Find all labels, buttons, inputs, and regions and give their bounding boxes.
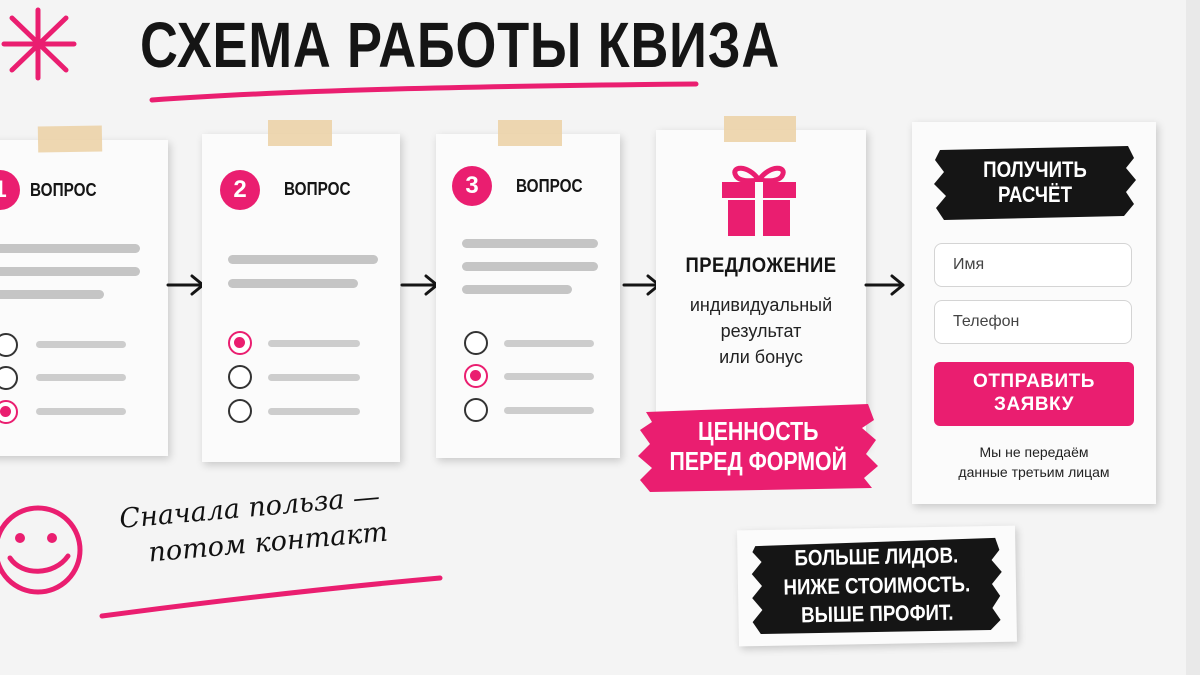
option-line <box>504 340 594 347</box>
option-line <box>36 374 126 381</box>
title-underline <box>149 81 699 103</box>
question-label: ВОПРОС <box>516 176 583 196</box>
form-header: ПОЛУЧИТЬ РАСЧЁТ <box>932 142 1138 222</box>
paper-edge <box>1186 0 1200 675</box>
badge-line: ПЕРЕД ФОРМОЙ <box>669 446 847 476</box>
radio-option[interactable] <box>0 333 18 357</box>
question-label: ВОПРОС <box>30 180 97 200</box>
radio-option[interactable] <box>464 331 488 355</box>
text-line-placeholder <box>0 267 140 276</box>
text-line-placeholder <box>462 285 572 294</box>
offer-desc-line: или бонус <box>719 347 803 367</box>
privacy-line: данные третьим лицам <box>958 464 1110 480</box>
result-badge: БОЛЬШЕ ЛИДОВ. НИЖЕ СТОИМОСТЬ. ВЫШЕ ПРОФИ… <box>749 536 1005 636</box>
form-header-line: РАСЧЁТ <box>997 182 1072 207</box>
pink-brush-stroke <box>638 404 878 492</box>
radio-option[interactable] <box>464 398 488 422</box>
radio-option-selected[interactable] <box>464 364 488 388</box>
form-header-line: ПОЛУЧИТЬ <box>983 156 1087 182</box>
note-underline <box>99 575 443 619</box>
tape <box>724 116 796 142</box>
offer-desc-line: результат <box>720 321 802 341</box>
question-label: ВОПРОС <box>284 179 351 199</box>
phone-field[interactable]: Телефон <box>934 300 1132 344</box>
question-card-2: 2 ВОПРОС <box>202 120 400 462</box>
tape <box>268 120 332 146</box>
submit-label-line: ЗАЯВКУ <box>994 394 1074 415</box>
submit-button[interactable]: ОТПРАВИТЬ ЗАЯВКУ <box>934 362 1134 426</box>
question-card-1: 1 ВОПРОС <box>0 125 168 456</box>
badge-line: ЦЕННОСТЬ <box>697 416 819 447</box>
offer-title: ПРЕДЛОЖЕНИЕ <box>685 254 837 277</box>
offer-desc-line: индивидуальный <box>689 295 833 315</box>
gift-icon <box>722 165 796 236</box>
result-line: ВЫШЕ ПРОФИТ. <box>801 599 954 628</box>
text-line-placeholder <box>0 290 104 299</box>
radio-option[interactable] <box>0 366 18 390</box>
dark-brush-stroke <box>751 537 1002 635</box>
step-number-badge: 3 <box>452 166 492 206</box>
handwritten-note: Сначала польза — потом контакт <box>118 479 389 574</box>
privacy-line: Мы не передаём <box>979 444 1089 460</box>
privacy-note: Мы не передаём данные третьим лицам <box>912 442 1156 482</box>
result-line: БОЛЬШЕ ЛИДОВ. <box>794 542 959 571</box>
arrow-right-icon <box>864 274 905 296</box>
question-card-3: 3 ВОПРОС <box>436 120 620 458</box>
tape <box>498 120 562 146</box>
name-field[interactable]: Имя <box>934 243 1132 287</box>
dark-brush-stroke <box>934 146 1136 220</box>
radio-option[interactable] <box>228 365 252 389</box>
offer-description: индивидуальный результат или бонус <box>656 292 866 370</box>
text-line-placeholder <box>0 244 140 253</box>
option-line <box>36 341 126 348</box>
result-line: НИЖЕ СТОИМОСТЬ. <box>783 571 971 600</box>
option-line <box>504 373 594 380</box>
asterisk-icon <box>1 7 77 81</box>
tape <box>37 125 103 153</box>
text-line-placeholder <box>462 239 598 248</box>
option-line <box>268 340 360 347</box>
step-number-badge: 2 <box>220 170 260 210</box>
page-title: СХЕМА РАБОТЫ КВИЗА <box>140 9 781 81</box>
step-number-badge: 1 <box>0 170 20 210</box>
text-line-placeholder <box>462 262 598 271</box>
lead-form-card: ПОЛУЧИТЬ РАСЧЁТ Имя Телефон ОТПРАВИТЬ ЗА… <box>912 122 1156 504</box>
value-before-form-badge: ЦЕННОСТЬ ПЕРЕД ФОРМОЙ <box>636 400 880 494</box>
radio-option-selected[interactable] <box>0 400 18 424</box>
text-line-placeholder <box>228 255 378 264</box>
option-line <box>268 374 360 381</box>
option-line <box>504 407 594 414</box>
option-line <box>36 408 126 415</box>
offer-card: ПРЕДЛОЖЕНИЕ индивидуальный результат или… <box>656 116 866 448</box>
text-line-placeholder <box>228 279 358 288</box>
result-sticker: БОЛЬШЕ ЛИДОВ. НИЖЕ СТОИМОСТЬ. ВЫШЕ ПРОФИ… <box>737 525 1017 647</box>
option-line <box>268 408 360 415</box>
smiley-icon <box>0 505 83 595</box>
radio-option-selected[interactable] <box>228 331 252 355</box>
submit-label-line: ОТПРАВИТЬ <box>973 371 1095 393</box>
radio-option[interactable] <box>228 399 252 423</box>
